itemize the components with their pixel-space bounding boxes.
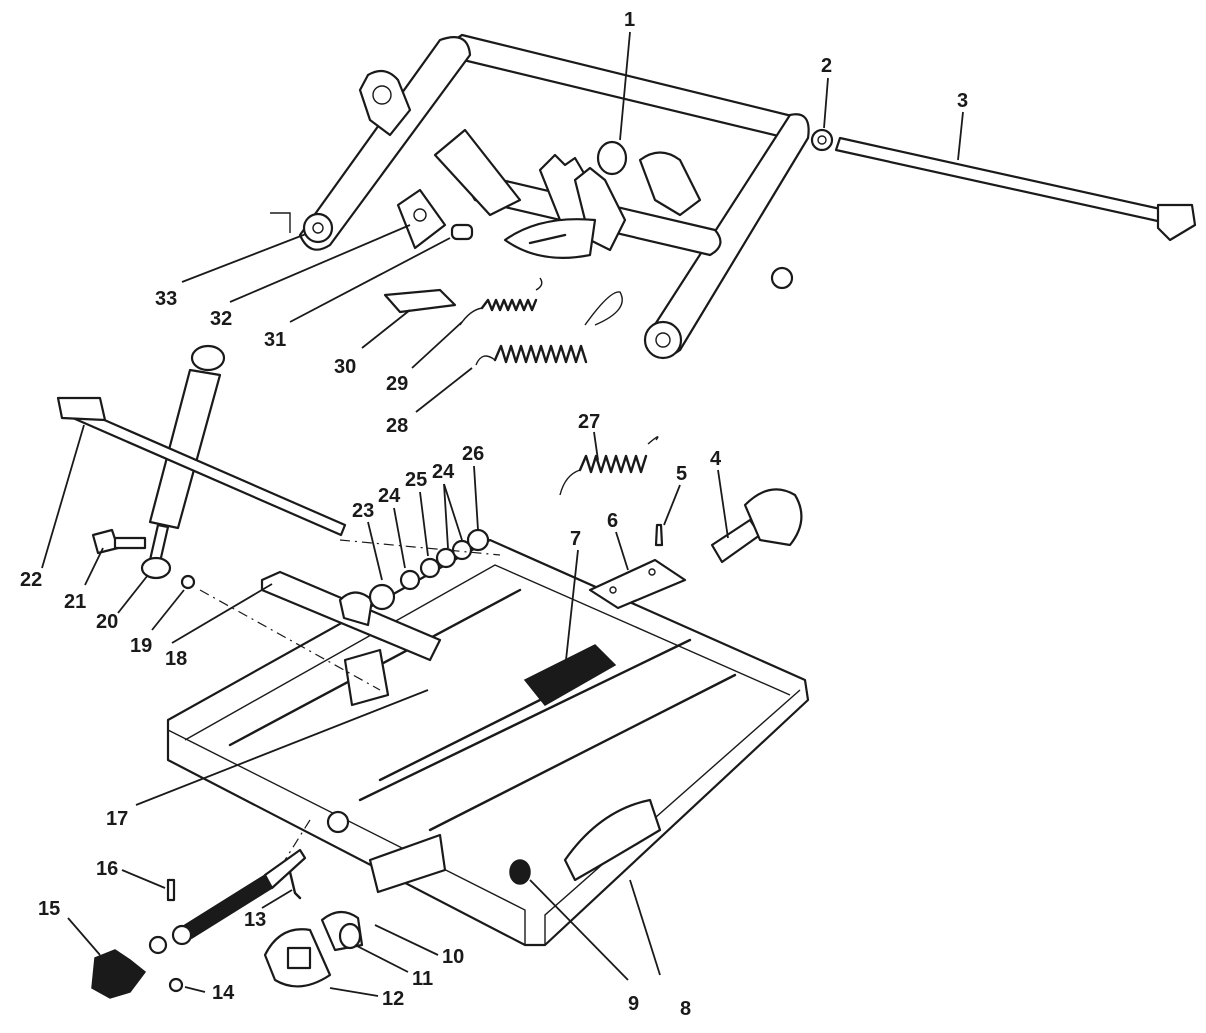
callout-17: 17 xyxy=(106,808,128,830)
callout-11: 11 xyxy=(412,968,433,990)
callout-21: 21 xyxy=(64,591,86,613)
return-spring xyxy=(578,454,648,474)
callout-9: 9 xyxy=(628,993,639,1015)
left-link-arm xyxy=(298,36,472,251)
spring-plate xyxy=(383,288,457,314)
handle-knob xyxy=(1156,203,1197,242)
handle-rod xyxy=(834,136,1167,224)
callout-14: 14 xyxy=(212,982,235,1004)
clamp-window xyxy=(286,946,312,970)
gas-spring-eye-bottom xyxy=(140,556,172,580)
gas-spring xyxy=(148,368,222,530)
callout-28: 28 xyxy=(386,415,408,437)
screw xyxy=(654,523,664,547)
callout-33: 33 xyxy=(155,288,177,310)
callout-18: 18 xyxy=(165,648,187,670)
callout-31: 31 xyxy=(264,329,286,351)
pivot-bracket xyxy=(343,648,390,707)
callout-4: 4 xyxy=(710,448,722,470)
callout-24b: 24 xyxy=(432,461,455,483)
bracket-plate xyxy=(588,558,687,610)
callout-23: 23 xyxy=(352,500,374,522)
upper-linkage-assembly xyxy=(270,33,1197,366)
callout-19: 19 xyxy=(130,635,152,657)
lock-washer xyxy=(466,528,490,552)
callout-32: 32 xyxy=(210,308,232,330)
callout-3: 3 xyxy=(957,90,968,112)
gas-spring-shaft xyxy=(148,523,170,564)
front-slot xyxy=(368,833,447,894)
washer-b xyxy=(435,547,457,569)
washer-a xyxy=(399,569,421,591)
callout-10: 10 xyxy=(442,946,464,968)
rod-collar xyxy=(171,924,193,946)
gas-spring-eye-top xyxy=(190,344,226,372)
roller-axle xyxy=(710,518,762,564)
retaining-ring xyxy=(180,574,196,590)
base-frame xyxy=(166,436,810,947)
wave-washer xyxy=(419,557,441,579)
roller-face xyxy=(338,922,362,950)
center-spring xyxy=(523,644,617,706)
inner-left-bracket xyxy=(433,128,522,217)
gas-spring-and-rod xyxy=(56,344,347,590)
rod-washer xyxy=(148,935,168,955)
callout-7: 7 xyxy=(570,528,581,550)
callout-12: 12 xyxy=(382,988,404,1010)
callout-1: 1 xyxy=(624,9,635,31)
callout-6: 6 xyxy=(607,510,618,532)
rail-boss xyxy=(338,591,374,627)
bushing xyxy=(596,140,628,176)
e-clip xyxy=(168,977,184,993)
leader-lines xyxy=(41,31,964,997)
small-roller xyxy=(450,223,474,241)
callout-16: 16 xyxy=(96,858,118,880)
rubber-bumper xyxy=(509,859,531,885)
loose-bushing xyxy=(770,266,794,290)
callout-8: 8 xyxy=(680,998,691,1020)
right-arm-pivot xyxy=(643,320,683,360)
roller-wheel xyxy=(743,488,803,547)
callout-25: 25 xyxy=(405,469,427,491)
callout-15: 15 xyxy=(38,898,60,920)
release-latch xyxy=(396,188,447,250)
callout-2: 2 xyxy=(821,55,832,77)
cotter-pin xyxy=(166,878,176,902)
callout-26: 26 xyxy=(462,443,484,465)
large-spring xyxy=(493,344,588,364)
callout-22: 22 xyxy=(20,569,42,591)
left-arm-pivot xyxy=(302,212,334,244)
callout-5: 5 xyxy=(676,463,687,485)
long-rod-end xyxy=(56,396,107,422)
bolt-shank xyxy=(113,536,147,550)
callout-27: 27 xyxy=(578,411,600,433)
callout-labels: 1 2 3 4 5 6 7 8 9 10 11 12 13 14 15 16 1… xyxy=(20,9,968,1020)
base-frame-outer xyxy=(166,538,810,947)
rod-tip xyxy=(263,848,307,890)
cam-guide xyxy=(563,798,662,882)
small-spring xyxy=(480,298,538,312)
inner-right-bracket xyxy=(638,151,702,217)
flanged-bushing xyxy=(368,583,396,611)
frame-hole xyxy=(326,810,350,834)
callout-29: 29 xyxy=(386,373,408,395)
callout-20: 20 xyxy=(96,611,118,633)
adjuster-assembly xyxy=(91,848,364,999)
adjuster-knob xyxy=(91,949,147,999)
callout-24a: 24 xyxy=(378,485,401,507)
nut xyxy=(810,128,834,152)
callout-30: 30 xyxy=(334,356,356,378)
spring-pin xyxy=(288,870,302,900)
callout-13: 13 xyxy=(244,909,266,931)
